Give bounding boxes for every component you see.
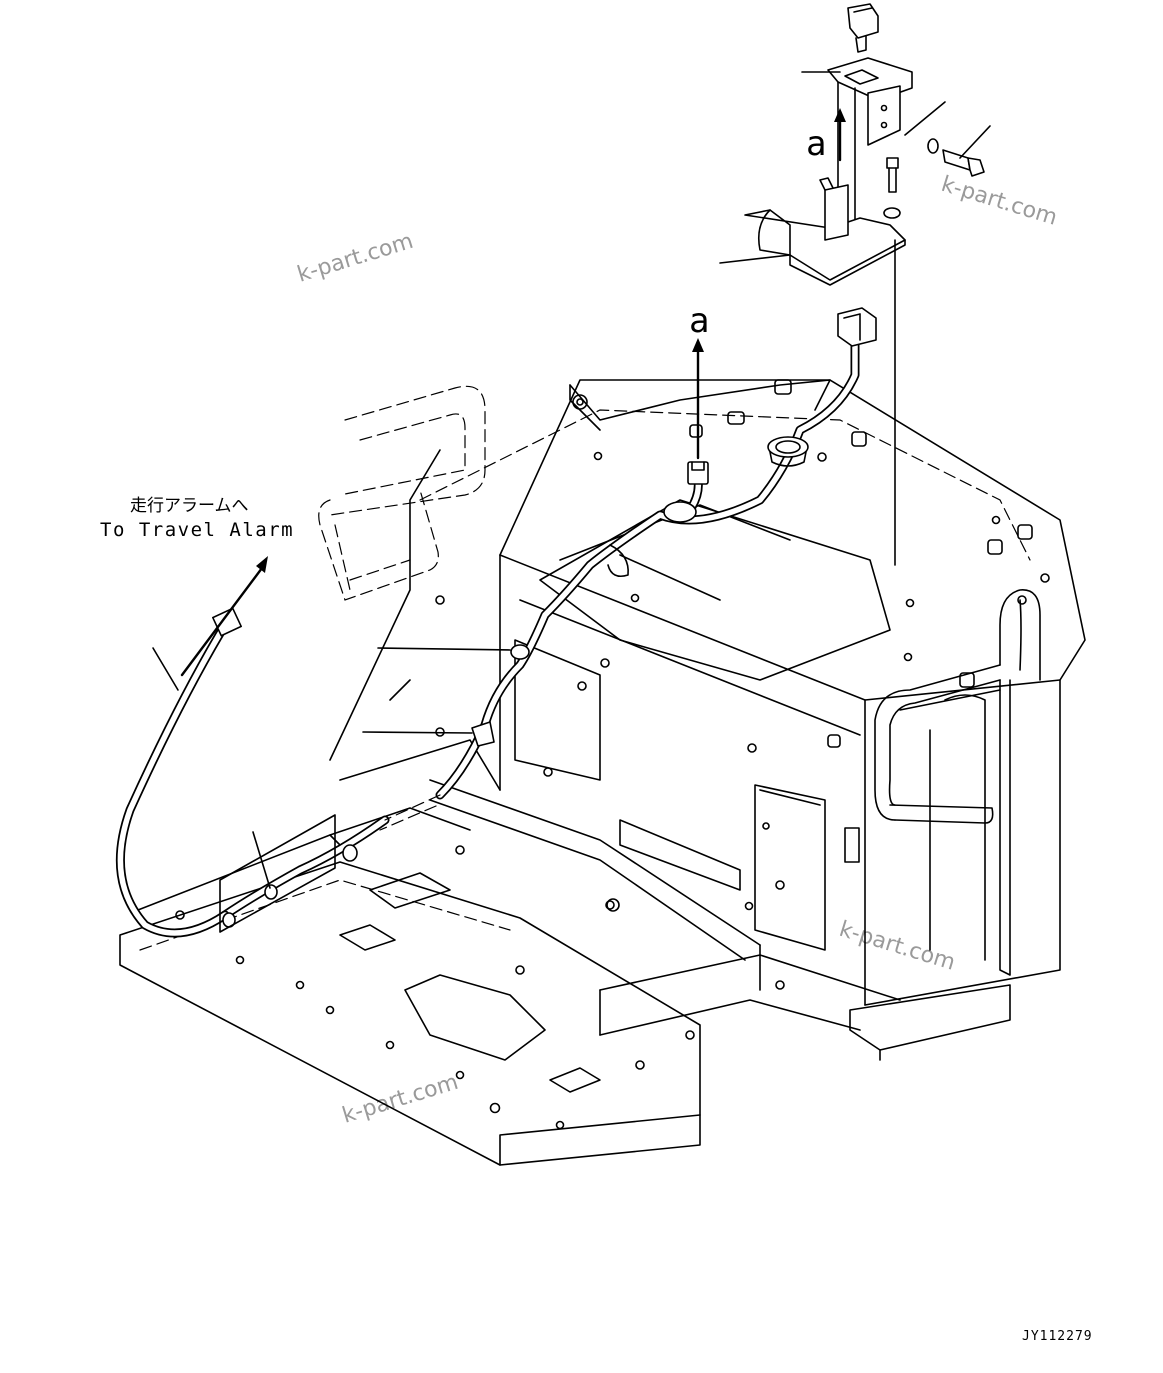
watermark-1: k-part.com (294, 229, 416, 288)
text-labels: a a 走行アラームへ To Travel Alarm JY112279 (100, 124, 1093, 1344)
watermark-4: k-part.com (339, 1070, 461, 1129)
main-frame-body (329, 379, 1086, 1006)
leader-lines (152, 71, 991, 889)
watermarks: k-part.com k-part.com k-part.com k-part.… (294, 172, 1060, 1129)
destination-label-en: To Travel Alarm (100, 519, 294, 541)
bracket-assembly (744, 3, 985, 566)
left-handrail (318, 385, 486, 601)
view-mark-lower: a (689, 301, 709, 341)
floor-base-plate (119, 807, 701, 1166)
view-arrows (180, 108, 846, 677)
view-mark-upper: a (806, 124, 826, 164)
callout-box (219, 814, 336, 933)
drawing-code: JY112279 (1022, 1329, 1093, 1344)
watermark-3: k-part.com (836, 917, 958, 976)
destination-label-jp: 走行アラームへ (130, 496, 249, 516)
right-handrail (874, 589, 1041, 976)
watermark-2: k-part.com (938, 172, 1060, 231)
frame-cross-beam (429, 779, 1011, 1061)
wiring-harness (115, 307, 877, 938)
